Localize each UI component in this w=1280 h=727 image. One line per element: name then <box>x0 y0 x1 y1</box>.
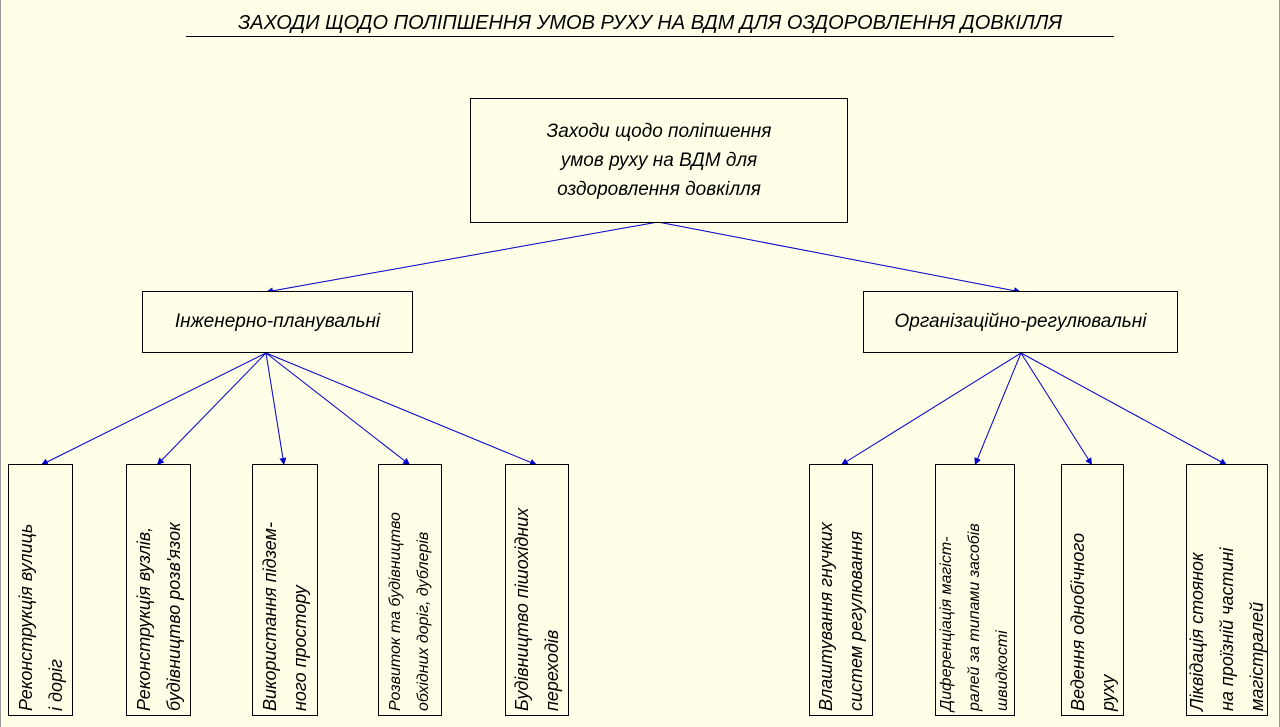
branch-organizational: Організаційно-регулювальні <box>863 291 1178 353</box>
leaf-bypass-roads: Розвиток та будівництво обхідних доріг, … <box>378 464 442 716</box>
leaf-underground-space: Використання підзем- ного простору <box>252 464 318 716</box>
arrow-engineering-to-leaf-2 <box>156 352 267 466</box>
leaf-label: Диференціація магіст- ралей за типами за… <box>938 523 1011 711</box>
root-node: Заходи щодо поліпшення умов руху на ВДМ … <box>470 98 848 223</box>
leaf-label: Використання підзем- ного простору <box>260 522 310 711</box>
diagram-title: ЗАХОДИ ЩОДО ПОЛІПШЕННЯ УМОВ РУХУ НА ВДМ … <box>186 10 1114 37</box>
leaf-label: Розвиток та будівництво обхідних доріг, … <box>387 512 432 711</box>
arrow-organizational-to-leaf-8 <box>1020 352 1093 466</box>
leaf-parking-removal: Ліквідація стоянок на проїзній частині м… <box>1186 464 1268 716</box>
root-label: Заходи щодо поліпшення умов руху на ВДМ … <box>546 121 772 200</box>
branch-organizational-label: Організаційно-регулювальні <box>894 311 1147 332</box>
branch-engineering-label: Інженерно-планувальні <box>174 311 381 332</box>
leaf-flexible-regulation: Влаштування гнучких систем регулювання <box>809 464 873 716</box>
arrow-engineering-to-leaf-4 <box>265 352 411 466</box>
leaf-label: Реконструкція вузлів, будівництво розв'я… <box>133 522 184 711</box>
leaf-label: Ведення однобічного руху <box>1067 532 1118 711</box>
arrow-engineering-to-leaf-1 <box>40 352 267 466</box>
arrow-root-to-engineering <box>265 221 659 295</box>
leaf-label: Реконструкція вулиць і доріг <box>15 523 66 711</box>
arrow-engineering-to-leaf-3 <box>265 352 287 466</box>
leaf-junction-reconstruction: Реконструкція вузлів, будівництво розв'я… <box>126 464 191 716</box>
leaf-label: Ліквідація стоянок на проїзній частині м… <box>1187 547 1267 711</box>
arrow-organizational-to-leaf-6 <box>840 352 1022 466</box>
leaf-one-way-traffic: Ведення однобічного руху <box>1061 464 1124 716</box>
leaf-street-reconstruction: Реконструкція вулиць і доріг <box>8 464 73 716</box>
leaf-label: Влаштування гнучких систем регулювання <box>816 522 866 711</box>
arrow-root-to-organizational <box>657 221 1022 295</box>
branch-engineering: Інженерно-планувальні <box>142 291 413 353</box>
leaf-road-differentiation: Диференціація магіст- ралей за типами за… <box>935 464 1015 716</box>
leaf-pedestrian-crossings: Будівництво пішохідних переходів <box>505 464 569 716</box>
arrow-engineering-to-leaf-5 <box>265 352 538 466</box>
leaf-label: Будівництво пішохідних переходів <box>512 507 562 711</box>
arrow-organizational-to-leaf-9 <box>1020 352 1228 466</box>
arrow-organizational-to-leaf-7 <box>974 352 1022 466</box>
